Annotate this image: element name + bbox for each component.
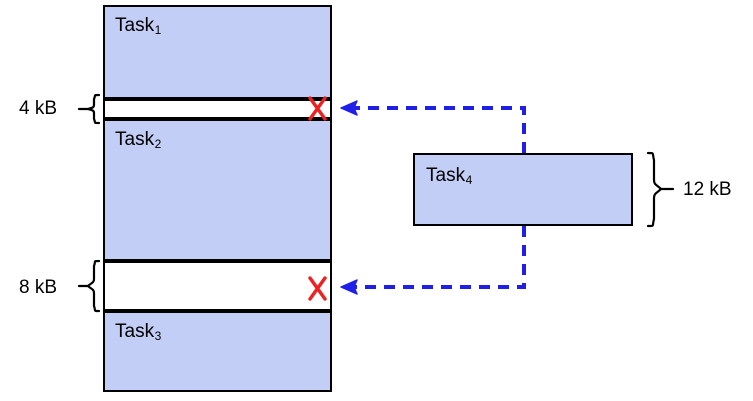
arrow-to-hole1-icon — [340, 100, 526, 153]
task1-label-subscript: 1 — [154, 23, 162, 37]
task4-size-label: 12 kB — [683, 179, 732, 200]
task4-label-text: Task — [426, 165, 466, 186]
memory-segment-task3 — [103, 311, 332, 392]
brace-12kb-icon — [646, 151, 675, 228]
arrow-to-hole2-icon — [340, 226, 526, 295]
memory-segment-task1-label: Task1 — [115, 15, 162, 37]
brace-8kb-icon — [77, 259, 101, 313]
task4-label-subscript: 4 — [465, 173, 473, 187]
task4-block-label: Task4 — [426, 165, 473, 187]
hole2-size-label: 8 kB — [19, 277, 58, 298]
memory-segment-task2-label: Task2 — [115, 129, 162, 151]
memory-segment-task3-label: Task3 — [115, 321, 162, 343]
task1-label-text: Task — [115, 15, 155, 36]
task2-label-text: Task — [115, 129, 155, 150]
memory-hole-8kb — [103, 261, 332, 311]
memory-hole-4kb — [103, 99, 332, 119]
memory-segment-task1 — [103, 5, 332, 99]
task4-block — [413, 153, 633, 226]
task3-label-subscript: 3 — [154, 329, 162, 343]
memory-segment-task2 — [103, 119, 332, 261]
brace-4kb-icon — [77, 93, 101, 125]
task2-label-subscript: 2 — [154, 137, 162, 151]
task3-label-text: Task — [115, 321, 155, 342]
hole1-size-label: 4 kB — [19, 98, 58, 119]
